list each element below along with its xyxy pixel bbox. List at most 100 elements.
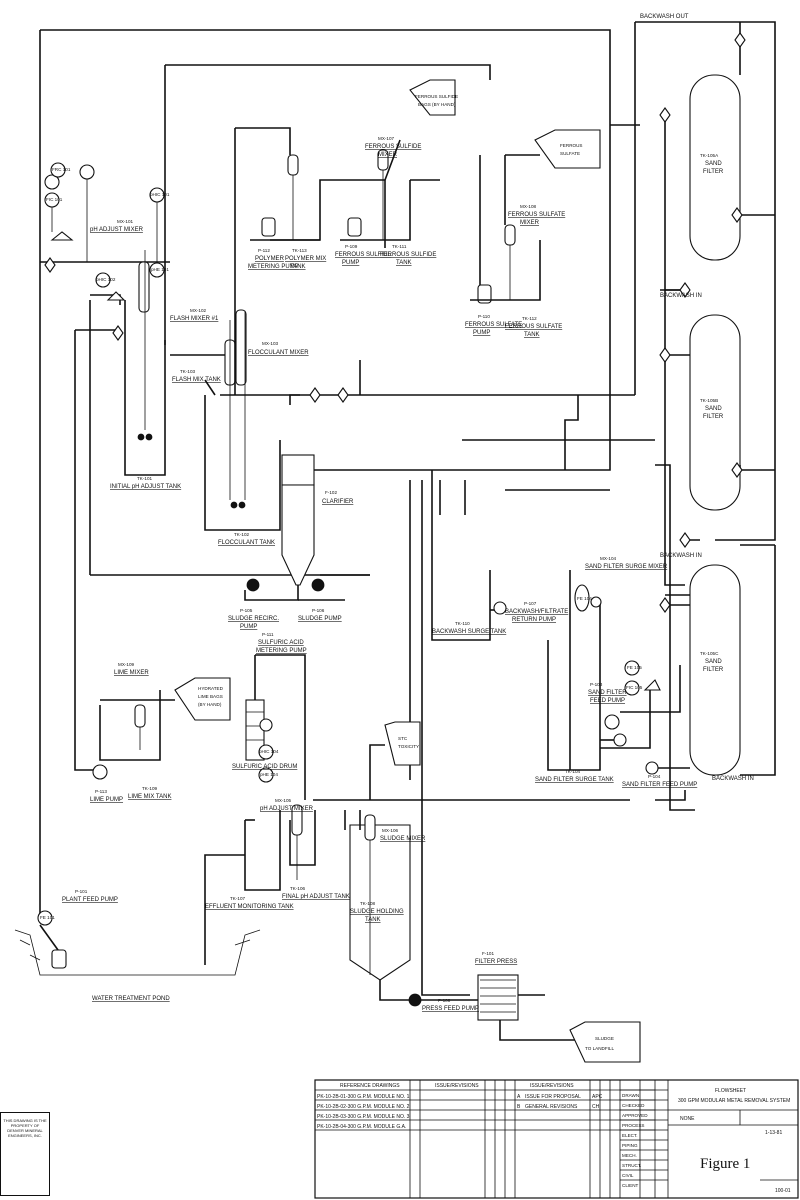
revision-no: A: [517, 1094, 521, 1100]
sign-label: PROCESS: [622, 1123, 644, 1128]
tk112-name: FERROUS SULFATE: [505, 324, 562, 330]
reagent-area: [250, 79, 601, 304]
callout-line: SLUDGE: [595, 1036, 614, 1041]
sand-filters: [659, 32, 776, 776]
figure-label: Figure 1: [700, 1156, 750, 1172]
sludge-area: [344, 721, 641, 1063]
p112-name: POLYMER: [255, 256, 285, 262]
p105-name: SLUDGE RECIRC.: [228, 616, 279, 622]
acid-drum-name: SULFURIC ACID DRUM: [232, 764, 297, 770]
p108-name: PRESS FEED PUMP: [422, 1006, 479, 1012]
fe101-label: FE 101: [40, 915, 55, 920]
sign-label: STRUCT.: [622, 1163, 641, 1168]
phe104-label: pHE 104: [260, 772, 278, 777]
fic105-label: FIC 105: [626, 685, 643, 690]
mx104-tag: MX-104: [600, 556, 617, 561]
tk108-name-2: TANK: [365, 917, 381, 923]
issue-header: ISSUE/REVISIONS: [435, 1083, 479, 1089]
tk108-tag: TK-108: [360, 901, 376, 906]
mx106-tag: MX-106: [382, 828, 399, 833]
p109-name-2: PUMP: [342, 260, 359, 266]
tk112-name-2: TANK: [524, 332, 540, 338]
p104-name: SAND FILTER FEED PUMP: [622, 782, 697, 788]
tk103-tag: TK-103: [180, 369, 196, 374]
water-treatment-pond: [14, 910, 261, 976]
p111-tag: P-111: [262, 632, 274, 637]
p103-name-2: FEED PUMP: [590, 698, 625, 704]
p111-name-2: METERING PUMP: [256, 648, 307, 654]
sign-label: DRAWN: [622, 1093, 639, 1098]
drawing-title: FLOWSHEET: [715, 1088, 746, 1094]
sign-label: APPROVED: [622, 1113, 648, 1118]
mx101-name: pH ADJUST MIXER: [90, 227, 144, 233]
sign-label: PIPING: [622, 1143, 638, 1148]
tk106-name: FINAL pH ADJUST TANK: [282, 894, 350, 900]
notice-line: DENVER MINERAL: [7, 1128, 43, 1133]
mx109-name: LIME MIXER: [114, 670, 149, 676]
revision-by: CH: [592, 1104, 600, 1110]
drawing-scale: NONE: [680, 1116, 695, 1122]
callout-line: FERROUS: [560, 143, 582, 148]
tk104-name: SAND FILTER SURGE TANK: [535, 777, 614, 783]
notice-line: THIS DRAWING IS THE: [3, 1118, 47, 1123]
tk111-tag: TK-111: [392, 244, 407, 249]
ph-adjust-area: [40, 127, 370, 771]
mx101-tag: MX-101: [117, 219, 134, 224]
ref-drawings-header: REFERENCE DRAWINGS: [340, 1083, 400, 1089]
p108-tag: P-108: [438, 998, 451, 1003]
f101-tag: F-101: [482, 951, 494, 956]
tk105b-tag: TK-105B: [700, 398, 718, 403]
backwash-out-label: BACKWASH OUT: [640, 14, 689, 20]
sign-label: CIVIL: [622, 1173, 634, 1178]
p110-name-2: PUMP: [473, 330, 490, 336]
tk107-tag: TK-107: [230, 896, 246, 901]
mx108-name-2: MIXER: [520, 220, 540, 226]
tk110-tag: TK-110: [455, 621, 470, 626]
issue-header-2: ISSUE/REVISIONS: [530, 1083, 574, 1089]
mx105-name: pH ADJUST MIXER: [260, 806, 314, 812]
callout-line: FERROUS SULFIDE: [415, 94, 458, 99]
notice-line: ENGINEERS, INC.: [8, 1133, 42, 1138]
p107-name: BACKWASH/FILTRATE: [505, 609, 568, 615]
mx107-name: FERROUS SULFIDE: [365, 144, 421, 150]
tk113-name-2: TANK: [290, 264, 306, 270]
sheet-number: 100-01: [775, 1188, 791, 1194]
p105-tag: P-105: [240, 608, 253, 613]
callout-line: TOXICITY: [398, 744, 419, 749]
tk105a-tag: TK-105A: [700, 153, 719, 158]
tk105b-name-2: FILTER: [703, 414, 724, 420]
p112-tag: P-112: [258, 248, 270, 253]
phic104-label: pHIC 104: [259, 749, 279, 754]
f101-name: FILTER PRESS: [475, 959, 517, 965]
mx107-name-2: MIXER: [378, 152, 398, 158]
mx108-tag: MX-108: [520, 204, 537, 209]
p112-name-2: METERING PUMP: [248, 264, 299, 270]
tk105a-name: SAND: [705, 161, 722, 167]
tk106-tag: TK-106: [290, 886, 306, 891]
p111-name: SULFURIC ACID: [258, 640, 304, 646]
tk105c-name: SAND: [705, 659, 722, 665]
mx105-tag: MX-105: [275, 798, 292, 803]
p107-name-2: RETURN PUMP: [512, 617, 556, 623]
mx107-tag: MX-107: [378, 136, 395, 141]
ref-row: PK-10-2B-03-300 G.P.M. MODULE NO. 3: [317, 1114, 410, 1120]
sign-label: CHECKED: [622, 1103, 645, 1108]
tk109-name: LIME MIX TANK: [128, 794, 171, 800]
p103-tag: P-103: [590, 682, 603, 687]
clarifier: [244, 454, 432, 601]
tk105b-name: SAND: [705, 406, 722, 412]
tk101-name: INITIAL pH ADJUST TANK: [110, 484, 181, 490]
phic101-label: pHIC 101: [150, 192, 170, 197]
phic102-label: pHIC 102: [96, 277, 116, 282]
callout-line: TO LANDFILL: [585, 1046, 614, 1051]
p101-name: PLANT FEED PUMP: [62, 897, 118, 903]
p110-tag: P-110: [478, 314, 490, 319]
ref-row: PK-10-2B-02-300 G.P.M. MODULE NO. 2: [317, 1104, 410, 1110]
sign-label: ELECT.: [622, 1133, 638, 1138]
p104-tag: P-104: [648, 774, 661, 779]
revision-text: ISSUE FOR PROPOSAL: [525, 1094, 581, 1100]
sign-label: MECH.: [622, 1153, 637, 1158]
callout-line: SULFATE: [560, 151, 580, 156]
p110-name: FERROUS SULFATE: [465, 322, 522, 328]
